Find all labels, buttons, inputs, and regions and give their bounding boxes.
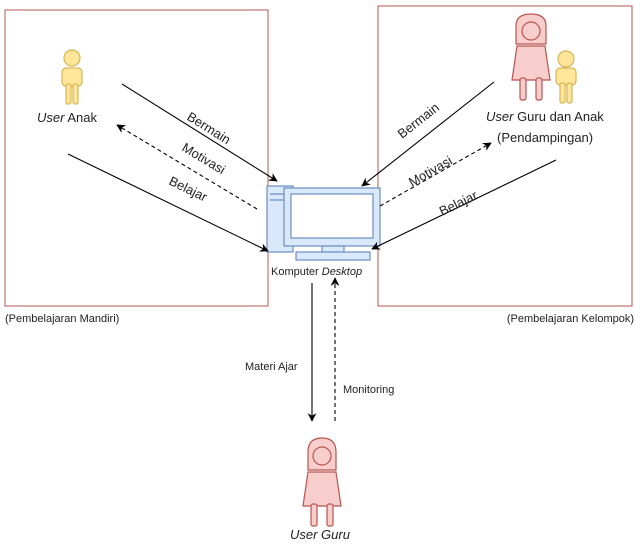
user-guru-anak-sublabel: (Pendampingan) xyxy=(497,130,593,145)
edge-right-bermain xyxy=(361,81,495,187)
group-box-mandiri xyxy=(4,9,269,307)
edge-label-left-belajar: Belajar xyxy=(167,173,211,205)
desktop-computer-icon xyxy=(266,185,381,261)
edge-right-belajar xyxy=(371,159,557,250)
edge-label-right-bermain: Bermain xyxy=(395,100,442,142)
user-guru-label: User Guru xyxy=(290,527,350,542)
user-anak-label: User Anak xyxy=(37,110,97,125)
group-caption-mandiri: (Pembelajaran Mandiri) xyxy=(5,313,119,325)
child-user-icon xyxy=(61,49,83,105)
edge-left-bermain xyxy=(121,83,278,182)
edge-left-motivasi xyxy=(116,124,258,210)
edge-label-monitoring: Monitoring xyxy=(343,384,394,396)
computer-label: Komputer Desktop xyxy=(271,266,362,278)
edge-left-belajar xyxy=(67,153,269,252)
edge-right-motivasi xyxy=(379,142,492,207)
group-caption-kelompok: (Pembelajaran Kelompok) xyxy=(507,313,634,325)
edge-label-right-motivasi: Motivasi xyxy=(406,153,455,190)
teacher-user-icon xyxy=(302,437,342,527)
user-guru-anak-label: User Guru dan Anak xyxy=(486,109,604,124)
teacher-and-child-icon xyxy=(511,13,577,104)
group-box-kelompok xyxy=(377,5,633,307)
edge-label-right-belajar: Belajar xyxy=(437,187,481,219)
edge-label-materi-ajar: Materi Ajar xyxy=(245,361,298,373)
